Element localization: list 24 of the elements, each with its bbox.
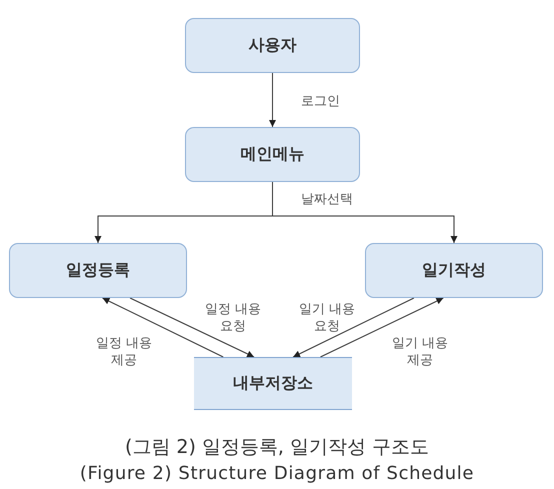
node-label: 일정등록 — [66, 260, 130, 281]
process-box — [185, 127, 360, 182]
arrow — [269, 72, 276, 128]
process-box — [185, 18, 360, 73]
process-box — [9, 243, 187, 298]
edge-label: 일기 내용 요청 — [298, 301, 356, 335]
process-box — [365, 243, 543, 298]
arrow — [292, 298, 414, 358]
arrow — [130, 298, 255, 358]
arrow — [320, 298, 444, 358]
edge-label: 일정 내용 요청 — [204, 301, 262, 335]
edge-label: 날짜선택 — [301, 191, 353, 208]
node-label: 메인메뉴 — [240, 144, 304, 165]
edge-label: 일정 내용 제공 — [94, 335, 154, 369]
figure-caption-english: (Figure 2) Structure Diagram of Schedule — [78, 463, 476, 485]
arrow — [102, 298, 224, 358]
edge-label: 일기 내용 제공 — [390, 335, 450, 369]
node-label: 사용자 — [248, 35, 296, 56]
arrow — [272, 182, 458, 244]
data-store-box — [194, 357, 352, 410]
edge-label: 로그인 — [301, 93, 340, 110]
node-label: 일기작성 — [422, 260, 486, 281]
node-label: 내부저장소 — [233, 373, 313, 394]
figure-caption: (그림 2) 일정등록, 일기작성 구조도 — [124, 436, 430, 459]
